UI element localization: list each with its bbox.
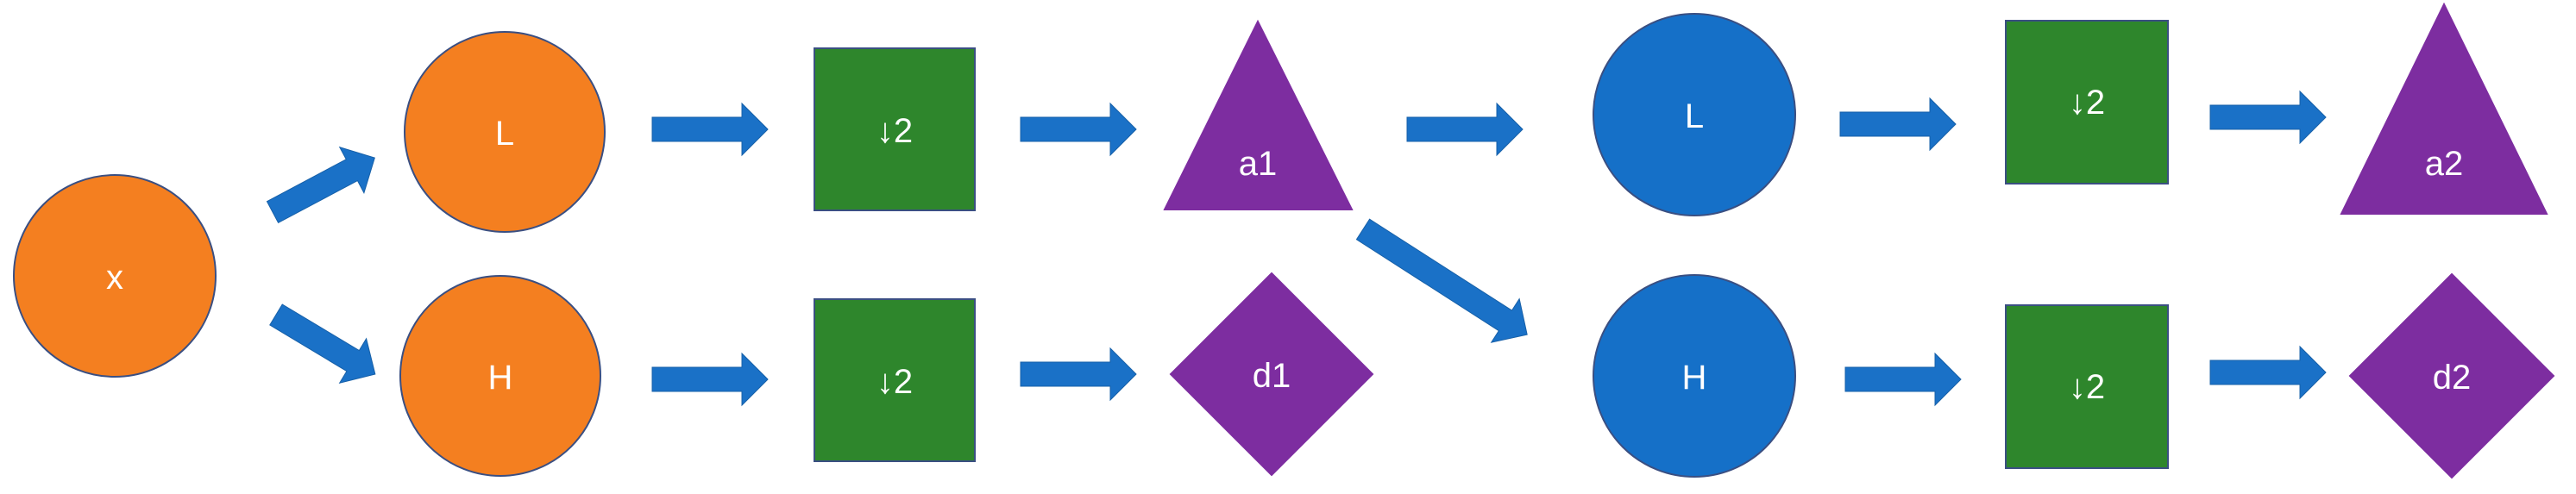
arrow-ds1-bottom-to-d1	[1020, 347, 1137, 401]
node-h2-label: H	[1682, 359, 1707, 397]
node-ds1-bottom-downsample: ↓2	[814, 298, 976, 462]
arrow-ds2-bottom-to-d2	[2209, 346, 2327, 399]
node-ds1-top-downsample: ↓2	[814, 47, 976, 211]
node-x: x	[13, 174, 217, 378]
node-h2-highpass-filter: H	[1593, 274, 1796, 478]
node-d1-detail: d1	[1169, 272, 1374, 477]
arrow-x-to-h1	[262, 291, 389, 397]
node-a2-label: a2	[2425, 145, 2464, 183]
node-l2-lowpass-filter: L	[1593, 13, 1796, 216]
arrow-h1-to-ds1-bottom	[651, 353, 769, 406]
node-h1-label: H	[488, 359, 513, 397]
ds2-bottom-label: ↓2	[2069, 368, 2105, 406]
node-ds2-top-downsample: ↓2	[2005, 20, 2169, 184]
ds1-top-label: ↓2	[876, 112, 913, 150]
node-h1-highpass-filter: H	[399, 275, 601, 477]
node-d2-detail: d2	[2348, 272, 2555, 479]
node-x-label: x	[106, 259, 123, 297]
node-a2-approximation: a2	[2340, 2, 2548, 215]
arrow-a1-to-l2	[1406, 103, 1524, 156]
node-a1-label: a1	[1239, 145, 1278, 183]
ds2-top-label: ↓2	[2069, 84, 2105, 122]
arrow-l2-to-ds2-top	[1839, 97, 1957, 151]
arrow-h2-to-ds2-bottom	[1844, 353, 1962, 406]
arrow-ds1-top-to-a1	[1020, 103, 1137, 156]
node-ds2-bottom-downsample: ↓2	[2005, 304, 2169, 469]
arrow-l1-to-ds1-top	[651, 103, 769, 156]
node-l1-lowpass-filter: L	[404, 31, 606, 233]
arrow-ds2-top-to-a2	[2209, 91, 2327, 144]
node-d2-label: d2	[2433, 359, 2472, 397]
arrow-a1-to-h2	[1355, 218, 1528, 343]
node-l2-label: L	[1685, 97, 1704, 135]
ds1-bottom-label: ↓2	[876, 363, 913, 401]
node-d1-label: d1	[1253, 357, 1291, 395]
arrow-x-to-l1	[260, 134, 387, 235]
node-l1-label: L	[495, 115, 514, 153]
node-a1-approximation: a1	[1163, 19, 1354, 210]
